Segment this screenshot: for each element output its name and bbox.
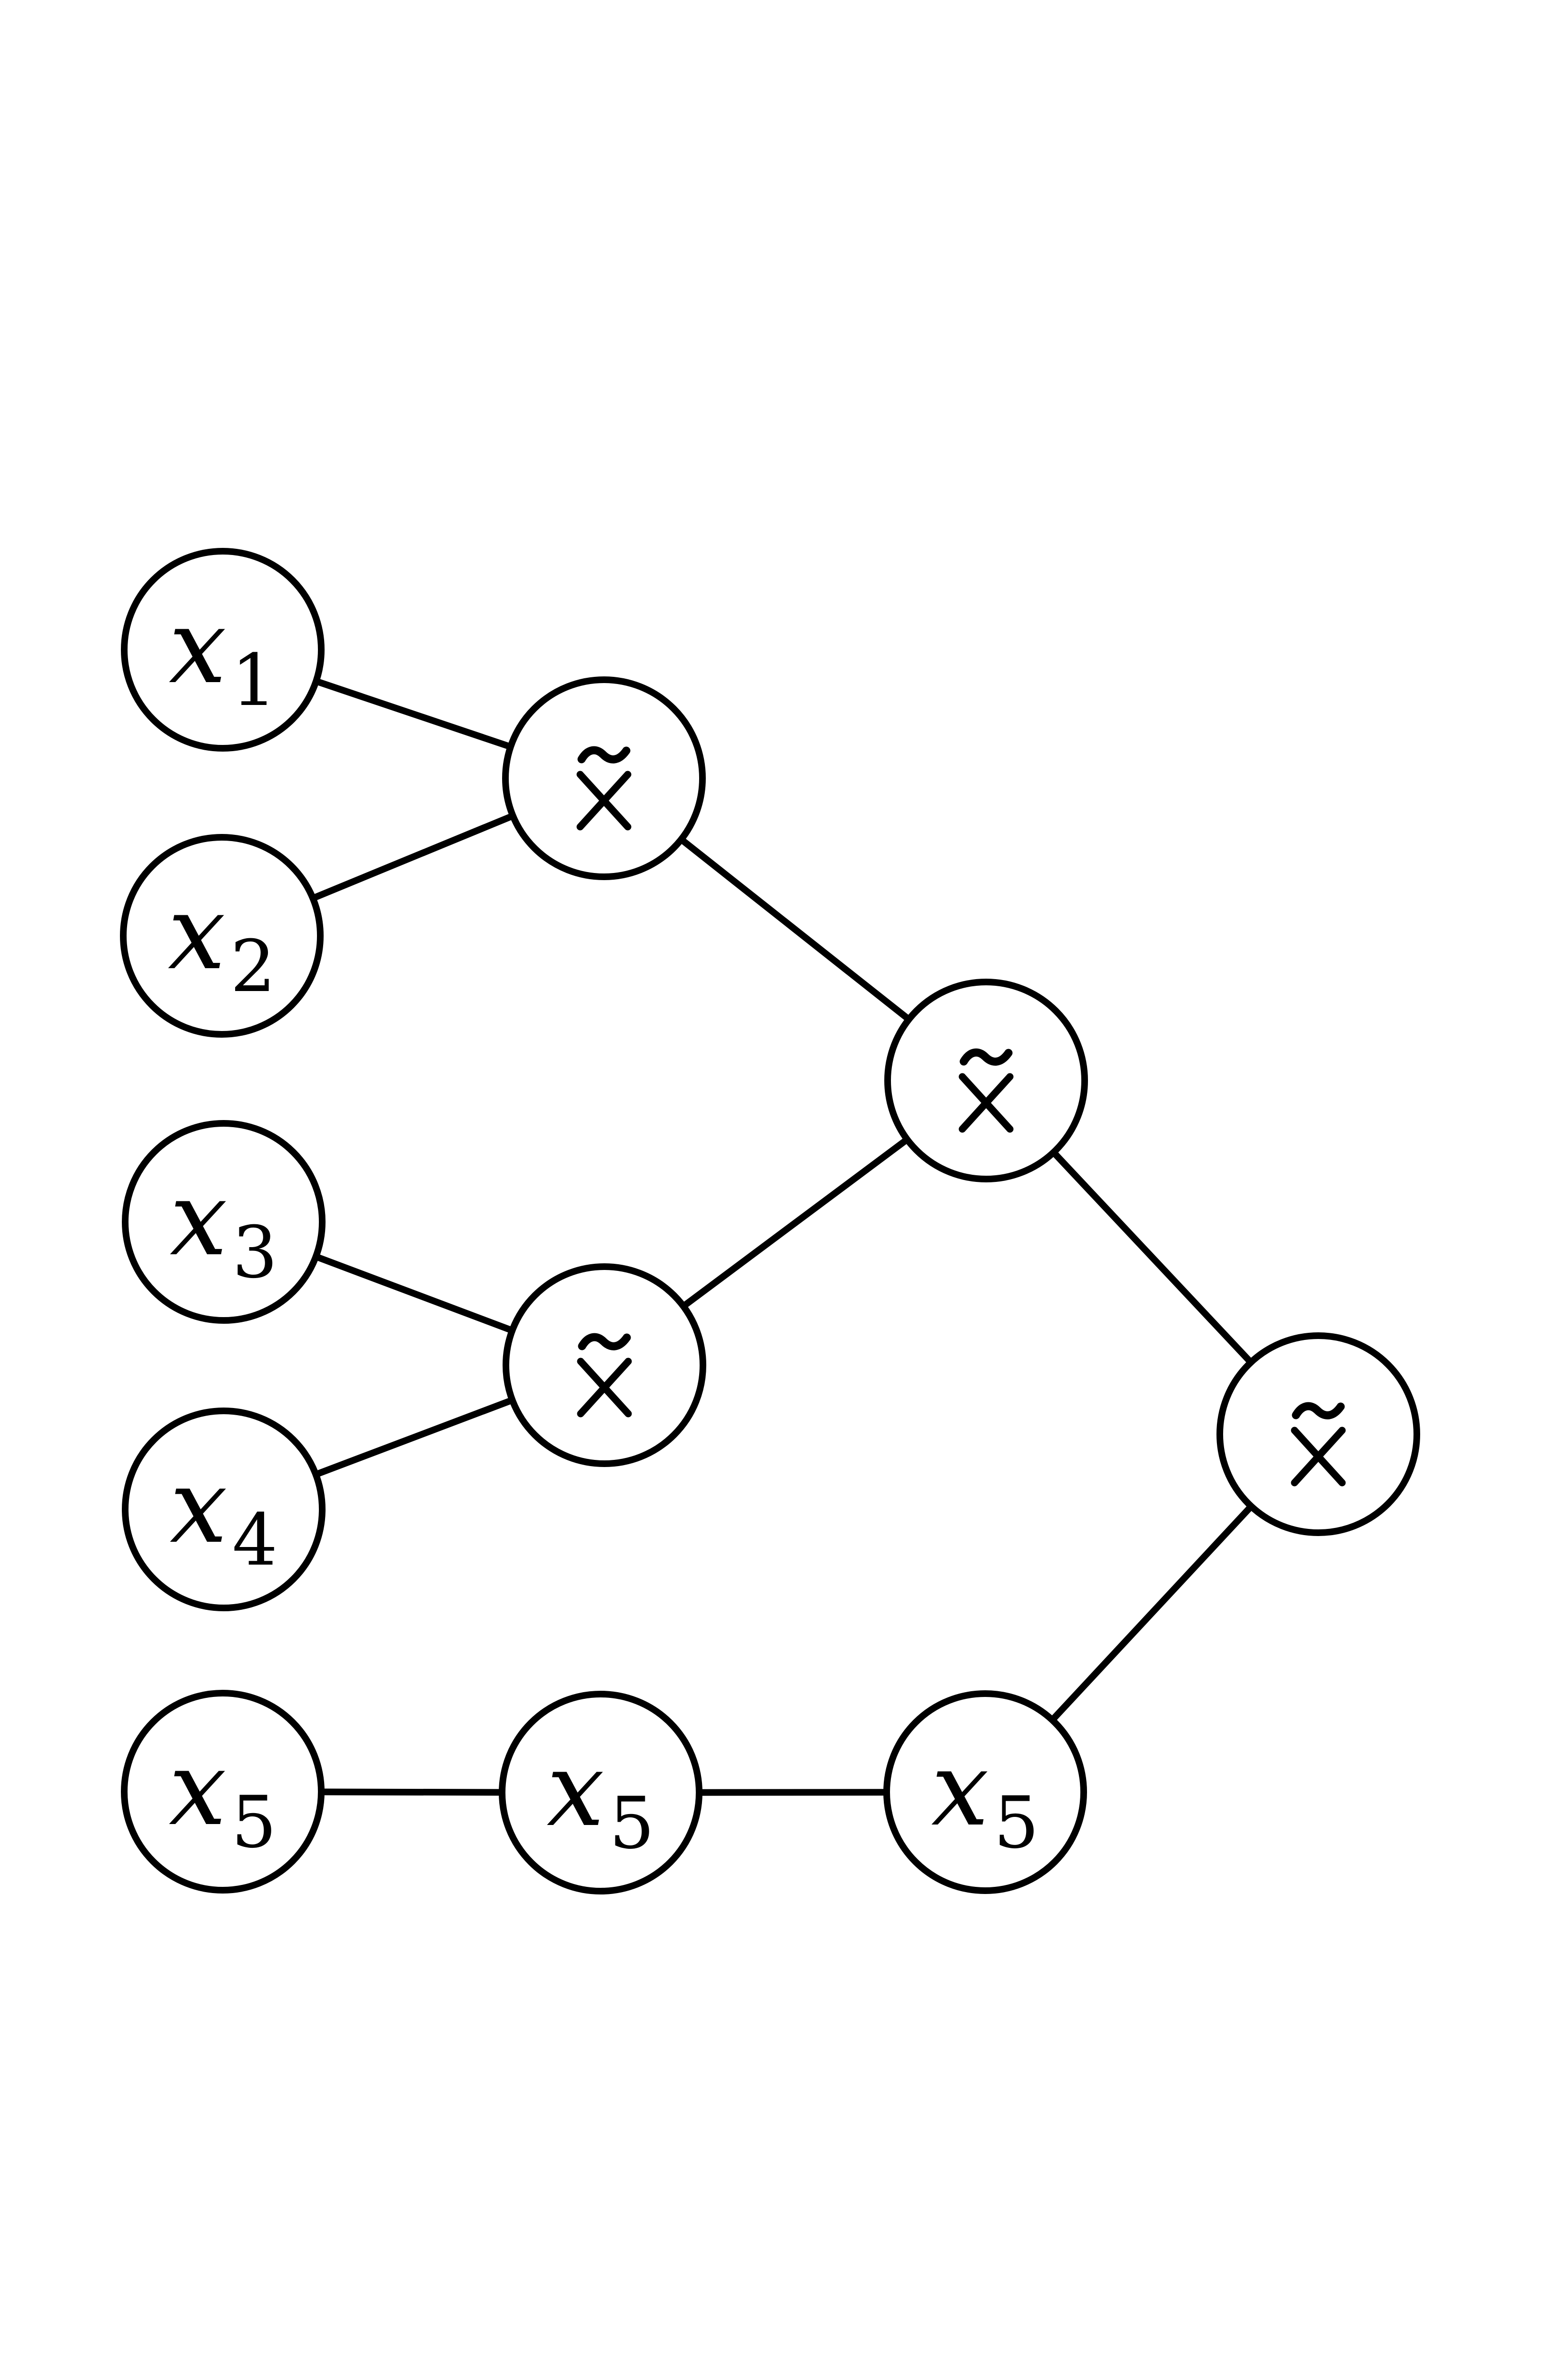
node-label-base: x (169, 1729, 227, 1848)
node-label-base: x (931, 1729, 989, 1849)
times-cross-stroke (576, 771, 632, 831)
edge-layer (220, 646, 1321, 1796)
node-x3: x3 (122, 1120, 326, 1324)
node-x1: x1 (121, 548, 325, 752)
node-circle (503, 1263, 706, 1467)
node-circle (122, 1120, 326, 1324)
node-label: x2 (168, 873, 276, 1008)
node-label: x4 (170, 1447, 278, 1582)
node-circle (122, 1408, 326, 1611)
tilde-accent-icon (578, 1333, 631, 1350)
node-label: x1 (169, 587, 277, 722)
node-label: x5 (169, 1729, 277, 1864)
node-x4: x4 (122, 1408, 326, 1611)
node-m4 (1216, 1332, 1420, 1536)
node-circle (499, 1691, 702, 1894)
node-label-subscript: 5 (231, 1781, 277, 1864)
node-circle (883, 1690, 1087, 1894)
approx-times-symbol (959, 1048, 1014, 1133)
node-circle (121, 548, 325, 752)
times-cross-stroke (1291, 1427, 1346, 1487)
times-cross-stroke (577, 1358, 632, 1418)
approx-times-symbol (577, 1333, 632, 1418)
node-m2 (884, 979, 1088, 1182)
node-label-subscript: 5 (994, 1782, 1039, 1864)
times-cross-stroke (959, 1073, 1014, 1133)
node-label-subscript: 1 (231, 639, 277, 722)
node-label-subscript: 4 (232, 1499, 277, 1582)
node-label-base: x (169, 587, 227, 706)
node-circle (121, 1690, 325, 1894)
node-label: x5 (931, 1729, 1039, 1864)
node-x5c: x5 (883, 1690, 1087, 1894)
node-label-subscript: 5 (609, 1782, 654, 1865)
node-label: x5 (547, 1730, 655, 1865)
node-label-subscript: 2 (230, 925, 276, 1008)
node-label-base: x (547, 1730, 604, 1849)
node-label: x3 (170, 1159, 278, 1294)
node-x5b: x5 (499, 1691, 702, 1894)
tilde-accent-icon (1292, 1402, 1345, 1419)
node-circle (884, 979, 1088, 1182)
node-label-subscript: 3 (232, 1211, 277, 1294)
approx-times-symbol (576, 746, 632, 831)
node-x2: x2 (120, 834, 324, 1038)
node-m3 (503, 1263, 706, 1467)
node-label-base: x (168, 873, 226, 992)
tilde-accent-icon (577, 746, 631, 764)
node-x5a: x5 (121, 1690, 325, 1894)
node-circle (120, 834, 324, 1038)
node-m1 (502, 676, 706, 880)
node-label-base: x (170, 1447, 227, 1566)
tilde-accent-icon (959, 1048, 1013, 1066)
approx-times-symbol (1291, 1402, 1346, 1487)
node-circle (502, 676, 706, 880)
node-circle (1216, 1332, 1420, 1536)
node-label-base: x (170, 1159, 227, 1279)
